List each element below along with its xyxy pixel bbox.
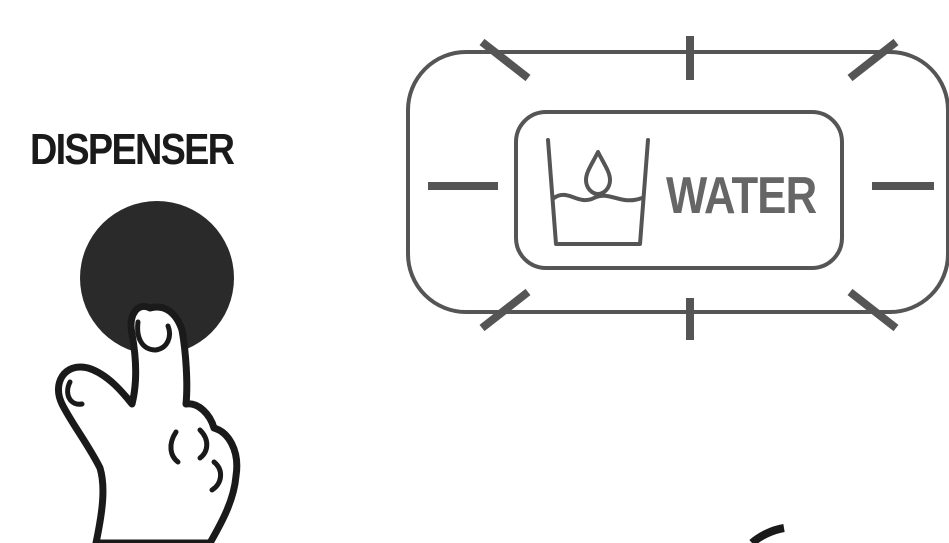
corner-fragment (752, 528, 784, 543)
water-label: WATER (666, 170, 816, 222)
hand-pointing-icon (58, 306, 236, 543)
